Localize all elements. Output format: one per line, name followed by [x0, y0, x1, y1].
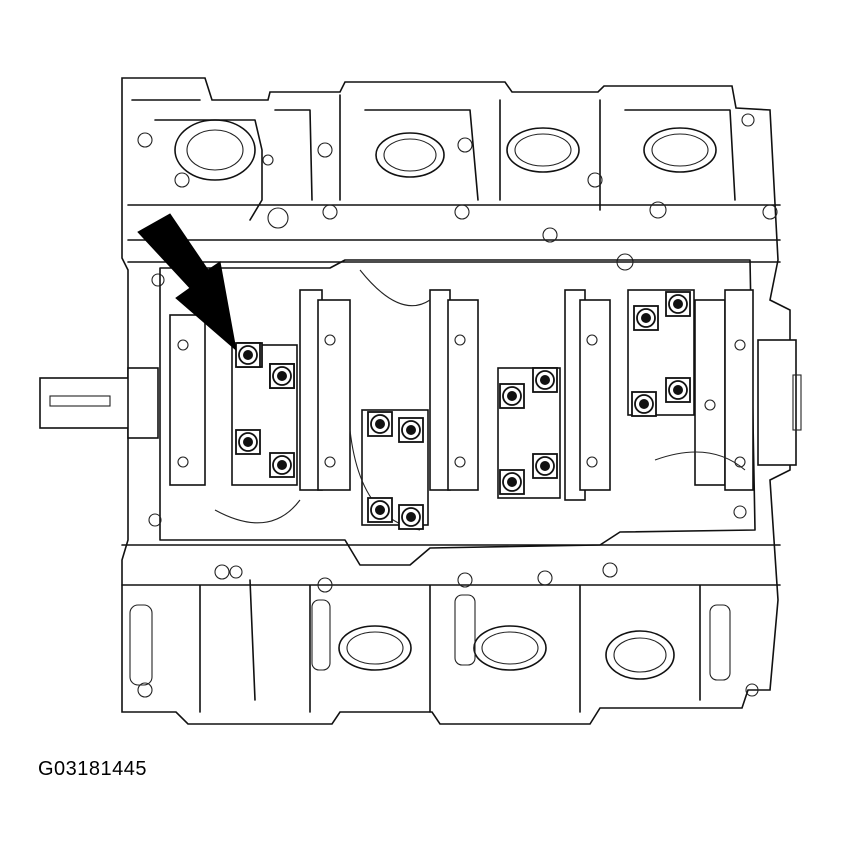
counterweight	[654, 451, 746, 471]
port-oval	[514, 133, 572, 167]
boss	[745, 683, 759, 697]
cap-bolt	[398, 504, 424, 530]
main-web	[447, 299, 479, 491]
cap-bolt	[367, 411, 393, 437]
boss	[649, 201, 667, 219]
nose-collar	[127, 367, 159, 439]
boss	[542, 227, 558, 243]
cap-bolt	[633, 305, 659, 331]
lower-slot	[454, 594, 476, 666]
main-web	[579, 299, 611, 491]
flange	[757, 339, 797, 466]
keyway	[49, 395, 111, 407]
cap-bolt	[532, 453, 558, 479]
cap-bolt	[269, 452, 295, 478]
boss	[602, 562, 618, 578]
boss	[317, 577, 333, 593]
port-oval	[174, 119, 256, 181]
boss	[616, 253, 634, 271]
boss	[537, 570, 553, 586]
bearing-cap-bolts	[235, 291, 691, 530]
port-oval	[651, 133, 709, 167]
port-oval	[643, 127, 717, 173]
boss	[457, 137, 473, 153]
port-oval	[186, 129, 244, 171]
boss	[151, 273, 165, 287]
lower-deck	[121, 544, 781, 713]
boss	[587, 172, 603, 188]
boss	[317, 142, 333, 158]
port-oval	[473, 625, 547, 671]
boss	[322, 204, 338, 220]
cap-bolt	[235, 342, 261, 368]
cap-bolt	[499, 469, 525, 495]
cap-bolt	[499, 383, 525, 409]
cap-bolt	[367, 497, 393, 523]
boss	[762, 204, 778, 220]
boss	[174, 172, 190, 188]
boss	[457, 572, 473, 588]
lower-slot	[129, 604, 153, 686]
main-web	[694, 299, 726, 486]
figure-code: G03181445	[38, 758, 148, 780]
cap-bolt	[665, 377, 691, 403]
port-oval	[383, 138, 437, 172]
boss	[267, 207, 289, 229]
port-oval	[338, 625, 412, 671]
pointer-arrow	[137, 213, 237, 352]
boss	[262, 154, 274, 166]
port-oval	[506, 127, 580, 173]
port-oval	[613, 637, 667, 673]
main-web	[429, 289, 451, 491]
counterweight	[359, 269, 431, 307]
port-oval	[375, 132, 445, 178]
cap-bolt	[532, 367, 558, 393]
main-web	[317, 299, 351, 491]
cap-bolt	[665, 291, 691, 317]
boss	[229, 565, 243, 579]
boss	[741, 113, 755, 127]
flange-edge	[792, 374, 802, 431]
cap-bolt	[398, 417, 424, 443]
boss	[137, 132, 153, 148]
cap-bolt	[235, 429, 261, 455]
port-oval	[481, 631, 539, 665]
lower-slot	[709, 604, 731, 681]
boss	[137, 682, 153, 698]
port-oval	[605, 630, 675, 680]
lower-slot	[311, 599, 331, 671]
boss	[214, 564, 230, 580]
upper-deck	[127, 94, 781, 263]
crankshaft-nose	[39, 377, 136, 429]
boss	[454, 204, 470, 220]
cap-bolt	[269, 363, 295, 389]
web-holes	[148, 334, 747, 527]
port-oval	[346, 631, 404, 665]
counterweight	[214, 499, 301, 524]
cap-bolt	[631, 391, 657, 417]
